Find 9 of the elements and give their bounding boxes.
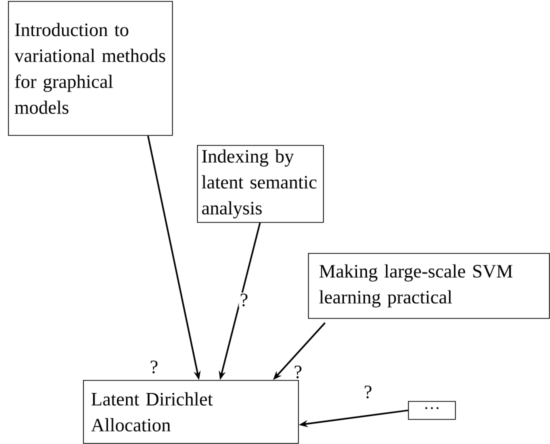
ellipsis-box: ··· (408, 400, 456, 420)
edge-label: ? (148, 360, 160, 374)
title-box: Indexing by latent semantic analysis (197, 144, 324, 223)
edge-label: ? (362, 384, 374, 400)
edge-label: ? (292, 364, 304, 380)
title-box: Introduction to variational methods for graphical models (8, 0, 173, 136)
edge-label: ? (238, 292, 250, 308)
title-box: Latent Dirichlet Allocation (83, 380, 299, 444)
title-box: Making large-scale SVM learning practical (308, 252, 550, 319)
